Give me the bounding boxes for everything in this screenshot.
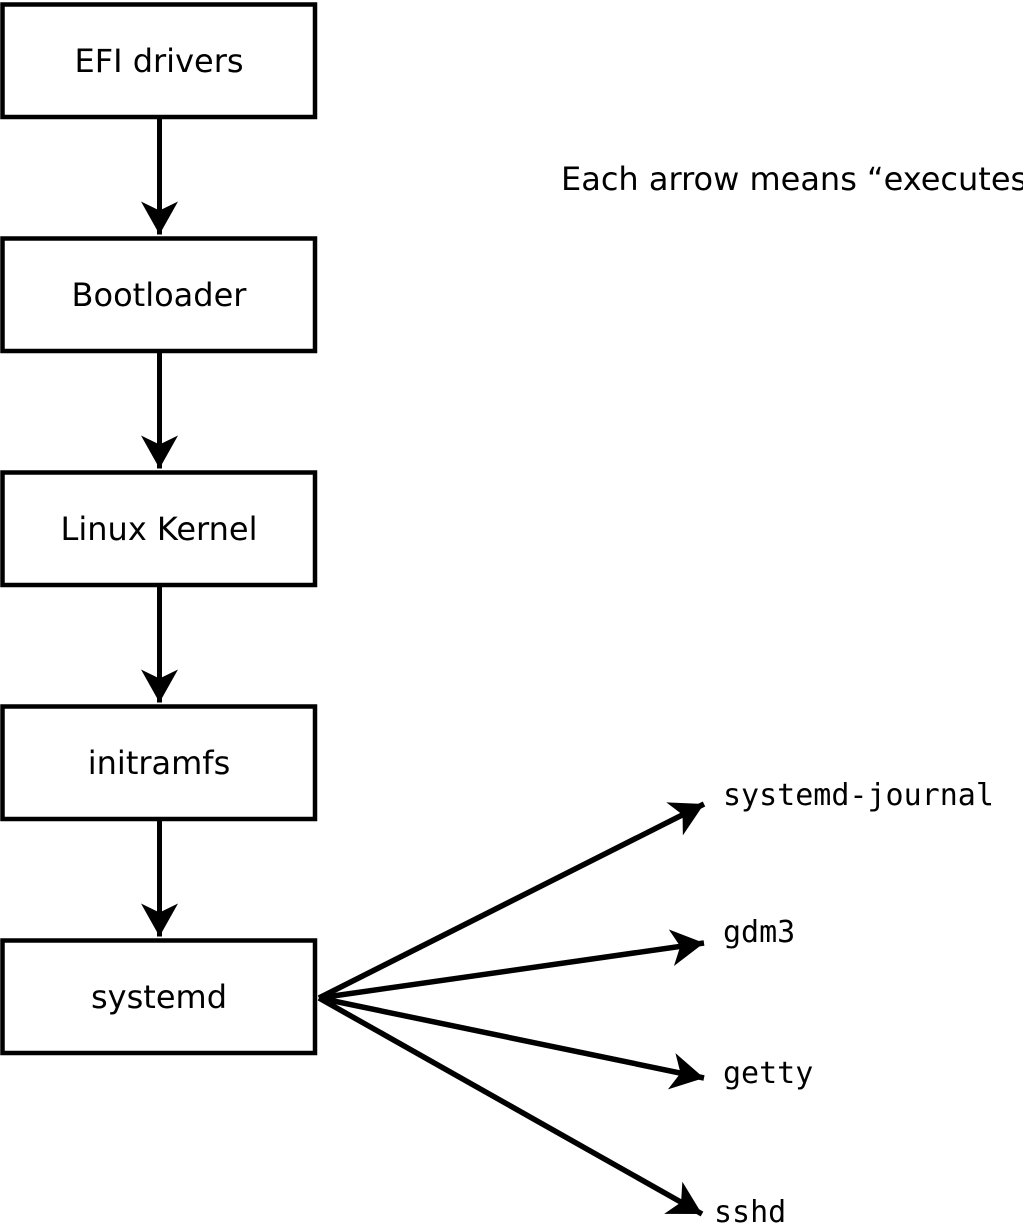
box-bootloader: Bootloader <box>0 236 318 354</box>
box-systemd-rect <box>0 938 318 1056</box>
process-label-sshd: sshd <box>714 1195 786 1230</box>
arrow-systemd-to-sshd <box>317 995 704 1217</box>
box-initramfs: initramfs <box>0 704 318 822</box>
caption: Each arrow means “executes”. <box>561 160 1023 198</box>
box-bootloader-label: Bootloader <box>72 276 248 314</box>
box-linux-kernel: Linux Kernel <box>0 470 318 588</box>
arrow-systemd-to-systemd-journal <box>317 801 706 1001</box>
box-bootloader-rect <box>0 236 318 354</box>
arrow-systemd-to-getty <box>318 995 705 1090</box>
process-label-gdm3: gdm3 <box>723 915 795 950</box>
box-initramfs-rect <box>0 704 318 822</box>
box-systemd: systemd <box>0 938 318 1056</box>
box-linux-kernel-label: Linux Kernel <box>61 510 258 548</box>
box-efi-drivers: EFI drivers <box>0 2 318 120</box>
box-linux-kernel-rect <box>0 470 318 588</box>
process-label-systemd-journal: systemd-journal <box>723 778 994 813</box>
box-efi-drivers-label: EFI drivers <box>74 42 243 80</box>
arrow-systemd-to-gdm3 <box>318 929 705 1001</box>
box-initramfs-label: initramfs <box>88 744 230 782</box>
box-systemd-label: systemd <box>91 978 227 1016</box>
process-label-getty: getty <box>723 1056 813 1091</box>
box-efi-drivers-rect <box>0 2 318 120</box>
